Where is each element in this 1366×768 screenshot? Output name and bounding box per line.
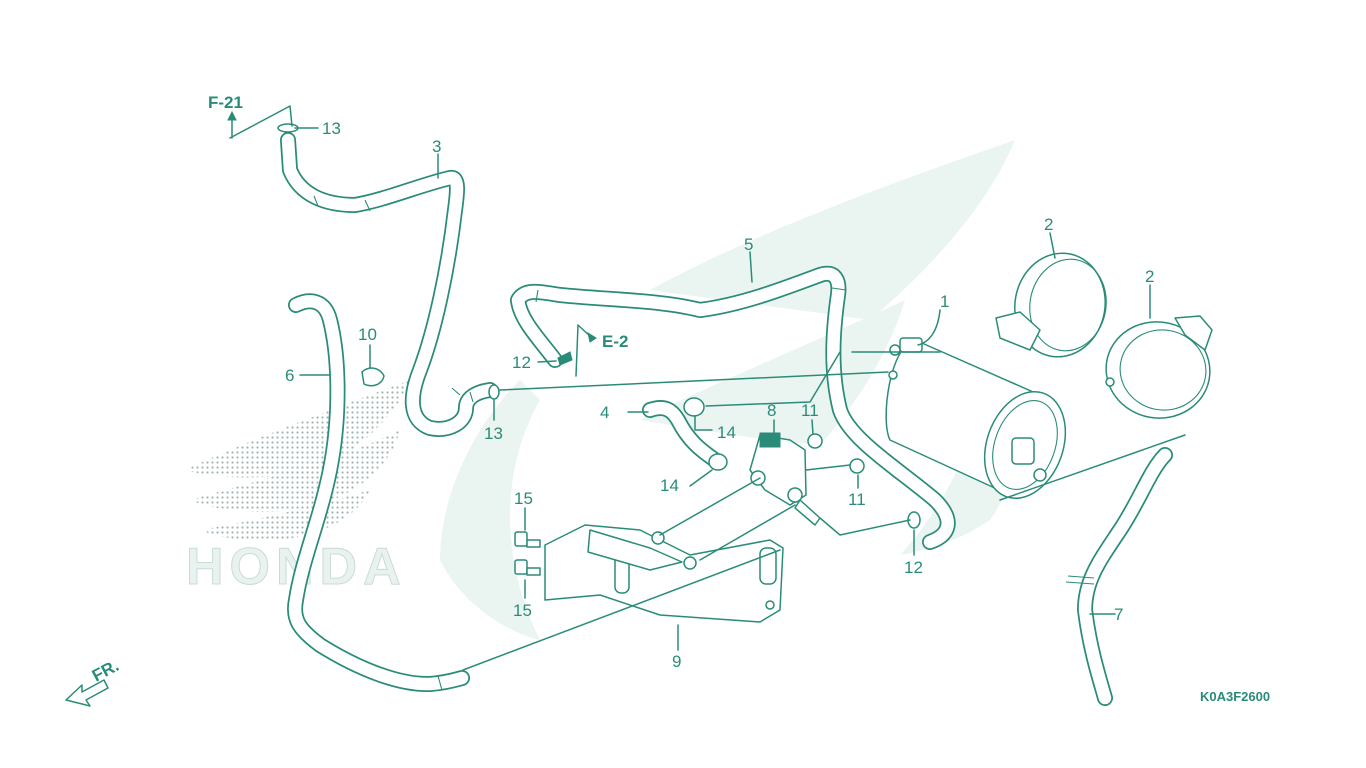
label-5: 5 xyxy=(744,235,753,254)
label-12-upper: 12 xyxy=(512,353,531,372)
front-arrow-icon: FR. xyxy=(65,656,122,707)
watermark-text: HONDA xyxy=(186,538,407,596)
label-6: 6 xyxy=(285,366,294,385)
clamp-14-upper xyxy=(683,397,705,417)
label-7: 7 xyxy=(1114,605,1123,624)
clip-12-upper xyxy=(557,351,573,366)
label-11-upper: 11 xyxy=(801,401,819,420)
front-label: FR. xyxy=(89,656,122,686)
clamp-14-lower xyxy=(708,453,728,471)
hose-6 xyxy=(287,293,470,693)
hose-7 xyxy=(1065,447,1173,706)
reference-e2: E-2 xyxy=(602,332,628,351)
label-4: 4 xyxy=(600,403,609,422)
label-13-lower: 13 xyxy=(484,424,503,443)
bolt-15-lower xyxy=(514,559,541,576)
nut-11-upper xyxy=(807,433,823,449)
label-15-lower: 15 xyxy=(513,601,532,620)
clip-10 xyxy=(361,367,385,387)
label-1: 1 xyxy=(940,292,949,311)
label-2-left: 2 xyxy=(1044,215,1053,234)
leader-lines xyxy=(227,105,1186,671)
label-9: 9 xyxy=(672,652,681,671)
label-10: 10 xyxy=(358,325,377,344)
label-8: 8 xyxy=(767,401,776,420)
label-2-right: 2 xyxy=(1145,267,1154,286)
clip-13-lower xyxy=(488,384,500,400)
bracket xyxy=(544,524,784,623)
label-12-lower: 12 xyxy=(904,558,923,577)
canister xyxy=(885,337,1067,500)
label-3: 3 xyxy=(432,137,441,156)
bolt-15-upper xyxy=(514,531,541,548)
solenoid-valve xyxy=(749,432,821,526)
label-15-upper: 15 xyxy=(514,489,533,508)
band-left xyxy=(995,252,1107,358)
hose-3 xyxy=(280,132,498,437)
label-14-lower: 14 xyxy=(660,476,679,495)
hose-4 xyxy=(642,400,726,470)
label-13-upper: 13 xyxy=(322,119,341,138)
diagram-code: K0A3F2600 xyxy=(1200,689,1270,704)
label-14-upper: 14 xyxy=(717,423,736,442)
hose-5 xyxy=(510,265,956,550)
part-labels: 7 13 3 5 1 2 2 10 6 12 13 4 14 14 8 11 1… xyxy=(285,119,1154,671)
label-11-lower: 11 xyxy=(848,490,866,509)
reference-f21: F-21 xyxy=(208,93,243,112)
nut-11-lower xyxy=(849,458,865,474)
band-right xyxy=(1105,315,1213,419)
